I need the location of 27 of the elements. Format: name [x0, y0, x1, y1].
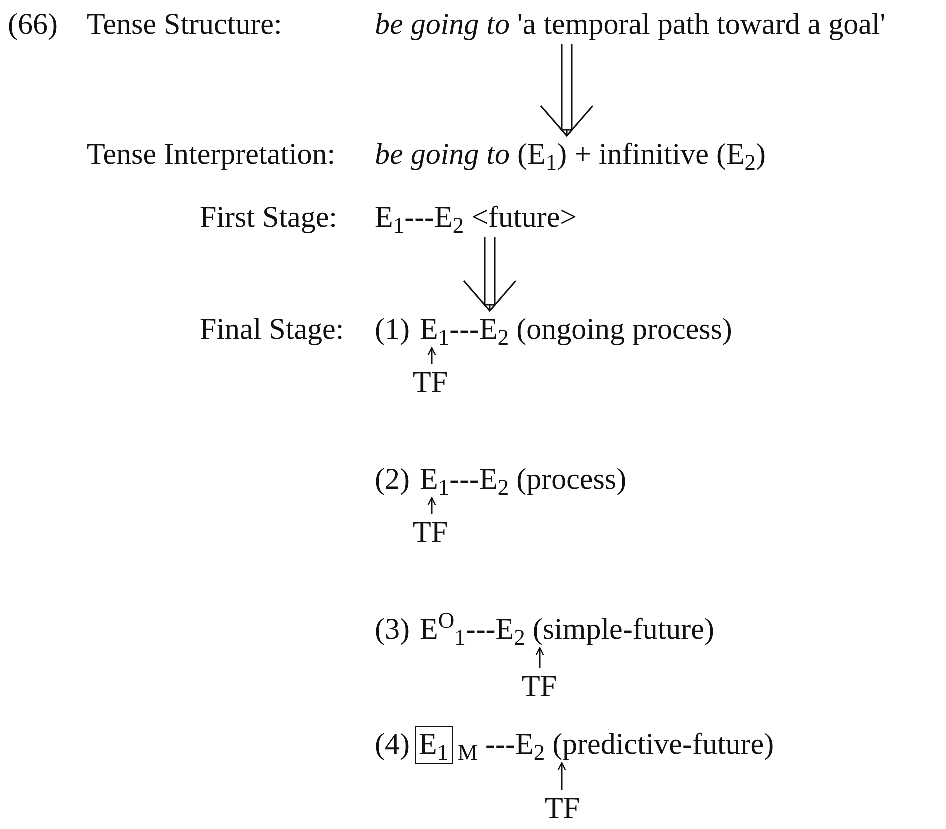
expression-text: $_{M}$ ---E$_{2}$ (predictive-future): [458, 728, 774, 762]
row-label: Tense Structure:: [87, 8, 282, 42]
row-label: First Stage:: [200, 201, 338, 235]
expression-text: E$_{1}$---E$_{2}$ (process): [420, 463, 627, 497]
expression-text: E$^{O}$$_{1}$---E$_{2}$ (simple-future): [420, 613, 714, 647]
arrow: [428, 497, 436, 514]
arrow: [558, 762, 566, 790]
row-label: Final Stage:: [200, 313, 344, 347]
row-label: (1): [375, 313, 410, 347]
expression-text: be going to (E$_{1}$) + infinitive (E$_{2}$): [375, 138, 766, 172]
expression-text: E$_{1}$---E$_{2}$ (ongoing process): [420, 313, 732, 347]
boxed-expression: E$_{1}$: [415, 726, 453, 764]
double-arrow: [540, 43, 594, 137]
tf-label: TF: [545, 792, 580, 826]
arrow: [536, 647, 544, 668]
tf-label: TF: [413, 516, 448, 550]
double-arrow: [463, 236, 517, 312]
expression-text: be going to 'a temporal path toward a goal': [375, 8, 886, 42]
row-label: (4): [375, 728, 410, 762]
tf-label: TF: [522, 670, 558, 704]
row-label: (66): [8, 8, 58, 42]
arrow: [428, 347, 436, 364]
row-label: Tense Interpretation:: [87, 138, 336, 172]
row-label: (2): [375, 463, 410, 497]
tf-label: TF: [413, 366, 448, 400]
row-label: (3): [375, 613, 410, 647]
expression-text: E$_{1}$---E$_{2}$ <future>: [375, 201, 578, 235]
